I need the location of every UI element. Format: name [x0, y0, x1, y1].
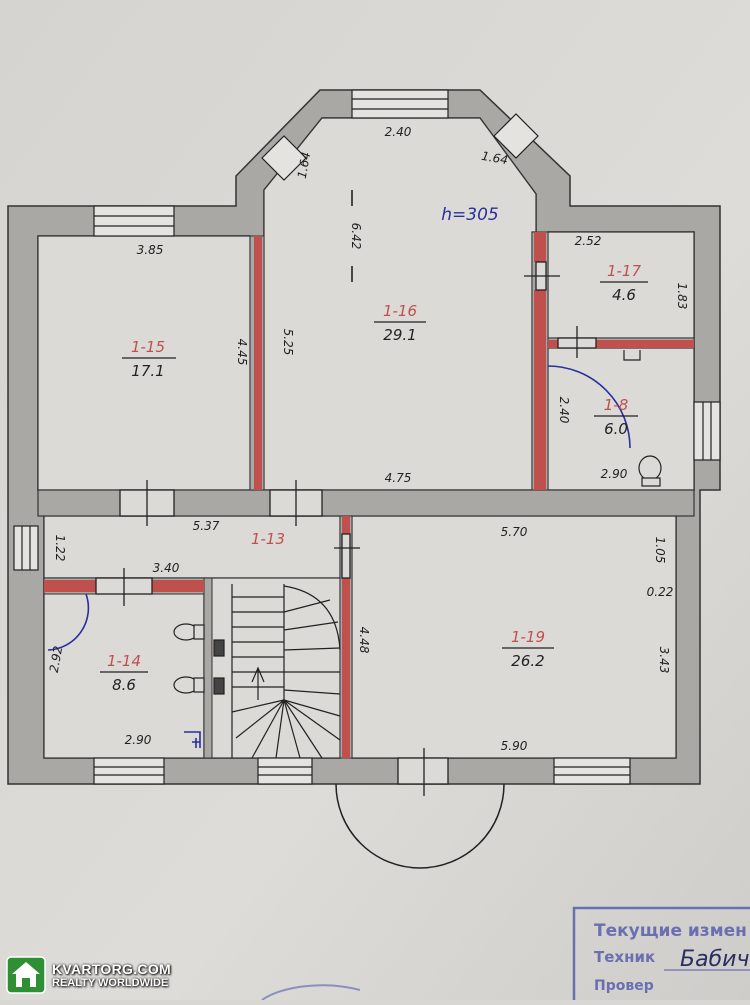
room-area-1-8: 6.0 [604, 420, 628, 438]
room-area-1-15: 17.1 [131, 362, 164, 380]
room-area-1-17: 4.6 [612, 286, 636, 304]
dim-label: 3.43 [657, 647, 671, 674]
dim-label: 5.37 [193, 519, 220, 533]
stamp-line3: Провер [594, 978, 654, 994]
dim-label: 2.90 [125, 733, 152, 747]
dim-label: 3.40 [153, 561, 180, 575]
room-area-1-16: 29.1 [383, 326, 416, 344]
dimension-labels: 3.85 4.45 5.25 2.40 1.64 1.64 6.42 2.52 … [47, 125, 689, 753]
room-fills [37, 117, 695, 759]
staircase [231, 584, 341, 759]
dim-label: 1.83 [675, 283, 689, 310]
room-id-1-17: 1-17 [607, 262, 641, 280]
dim-label: 1.22 [53, 535, 67, 562]
room-id-1-19: 1-19 [511, 628, 545, 646]
dim-label: 5.70 [501, 525, 528, 539]
room-id-1-15: 1-15 [131, 338, 165, 356]
dim-label: 2.40 [557, 397, 571, 424]
room-area-1-19: 26.2 [511, 652, 544, 670]
watermark-brand: KVARTORG.COM [52, 961, 171, 977]
dim-label: 2.90 [601, 467, 628, 481]
stamp-line1: Текущие измен [594, 921, 747, 941]
dim-label: 0.22 [647, 585, 674, 599]
dim-label: 2.52 [575, 234, 602, 248]
inventory-stamp: Текущие измен Техник Бабич Провер [572, 906, 750, 1005]
watermark-tagline: REALTY WORLDWIDE [52, 977, 169, 989]
dim-label: 4.48 [357, 627, 371, 654]
dim-label: 6.42 [349, 223, 363, 250]
watermark: KVARTORG.COM REALTY WORLDWIDE [6, 956, 171, 994]
dim-label: 5.90 [501, 739, 528, 753]
plumbing-fixtures [173, 350, 662, 748]
room-id-1-16: 1-16 [383, 302, 417, 320]
room-id-1-13: 1-13 [251, 530, 285, 548]
windows [13, 89, 721, 785]
room-area-1-14: 8.6 [112, 676, 136, 694]
dim-label: 1.64 [295, 151, 313, 180]
stamp-line2: Техник [594, 948, 655, 966]
dim-label: 4.75 [385, 471, 412, 485]
dim-label: 3.85 [137, 243, 164, 257]
dim-label: 2.40 [385, 125, 412, 139]
door-swing-arc [47, 593, 90, 651]
dim-label: 1.05 [653, 537, 667, 564]
door-swing-arc [547, 365, 631, 449]
room-id-1-14: 1-14 [107, 652, 141, 670]
stamp-signature: Бабич [680, 947, 749, 972]
interior-wall [203, 577, 213, 759]
ceiling-height-note: h=305 [441, 205, 498, 225]
room-labels: 1-15 17.1 1-16 29.1 1-17 4.6 1-8 6.0 1-1… [100, 262, 648, 694]
dim-label: 5.25 [281, 329, 295, 356]
dim-label: 2.92 [47, 645, 65, 674]
house-logo-icon [6, 956, 46, 994]
doors [95, 261, 597, 796]
stamp-fragment [261, 984, 361, 1001]
red-partitions [44, 232, 694, 758]
entrance-porch [335, 783, 505, 869]
room-id-1-8: 1-8 [604, 396, 629, 414]
dim-label: 1.64 [480, 149, 509, 167]
dim-label: 4.45 [235, 339, 249, 366]
